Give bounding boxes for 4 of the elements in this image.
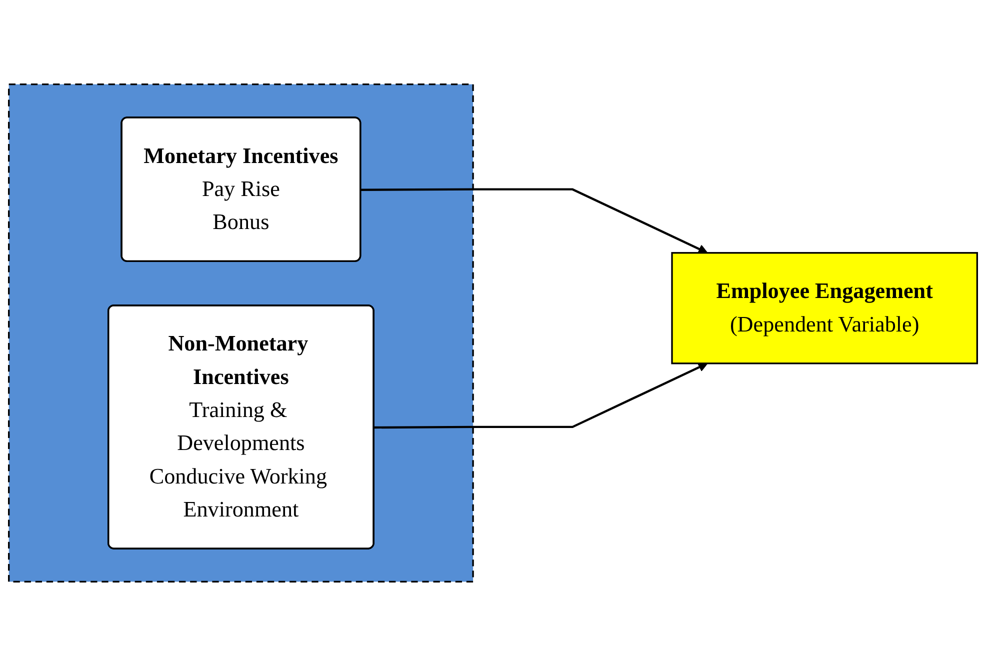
arrow (374, 362, 708, 429)
arrow (360, 188, 708, 254)
node-box: Employee Engagement (Dependent Variable) (671, 252, 978, 364)
cluster (8, 83, 474, 583)
